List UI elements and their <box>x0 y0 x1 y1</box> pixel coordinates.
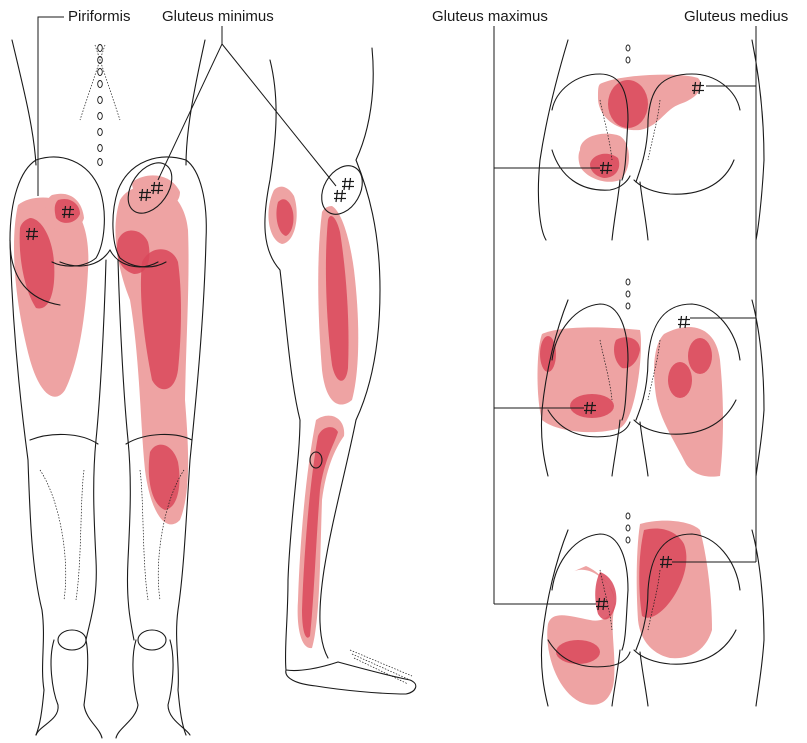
trigger-point-icon <box>334 190 346 202</box>
trigger-point-icon <box>678 316 690 328</box>
pain-zone-light <box>654 327 723 477</box>
pain-zone-dark <box>556 640 600 664</box>
buttock-panel-middle <box>538 279 765 477</box>
back-view-figure <box>10 40 206 738</box>
spine-markers <box>98 45 103 166</box>
buttock-panel-bottom <box>541 513 764 706</box>
left-foot-outline <box>36 640 102 738</box>
right-foot-outline <box>116 640 190 738</box>
trigger-point-icon <box>342 178 354 190</box>
side-view-figure <box>265 48 416 694</box>
back-torso-outline <box>12 40 36 165</box>
pain-zone-dark <box>688 338 712 374</box>
pain-zone-dark <box>668 362 692 398</box>
right-buttock-outline <box>186 160 206 240</box>
side-foot-outline <box>286 662 416 694</box>
buttock-panel-top <box>538 40 764 240</box>
